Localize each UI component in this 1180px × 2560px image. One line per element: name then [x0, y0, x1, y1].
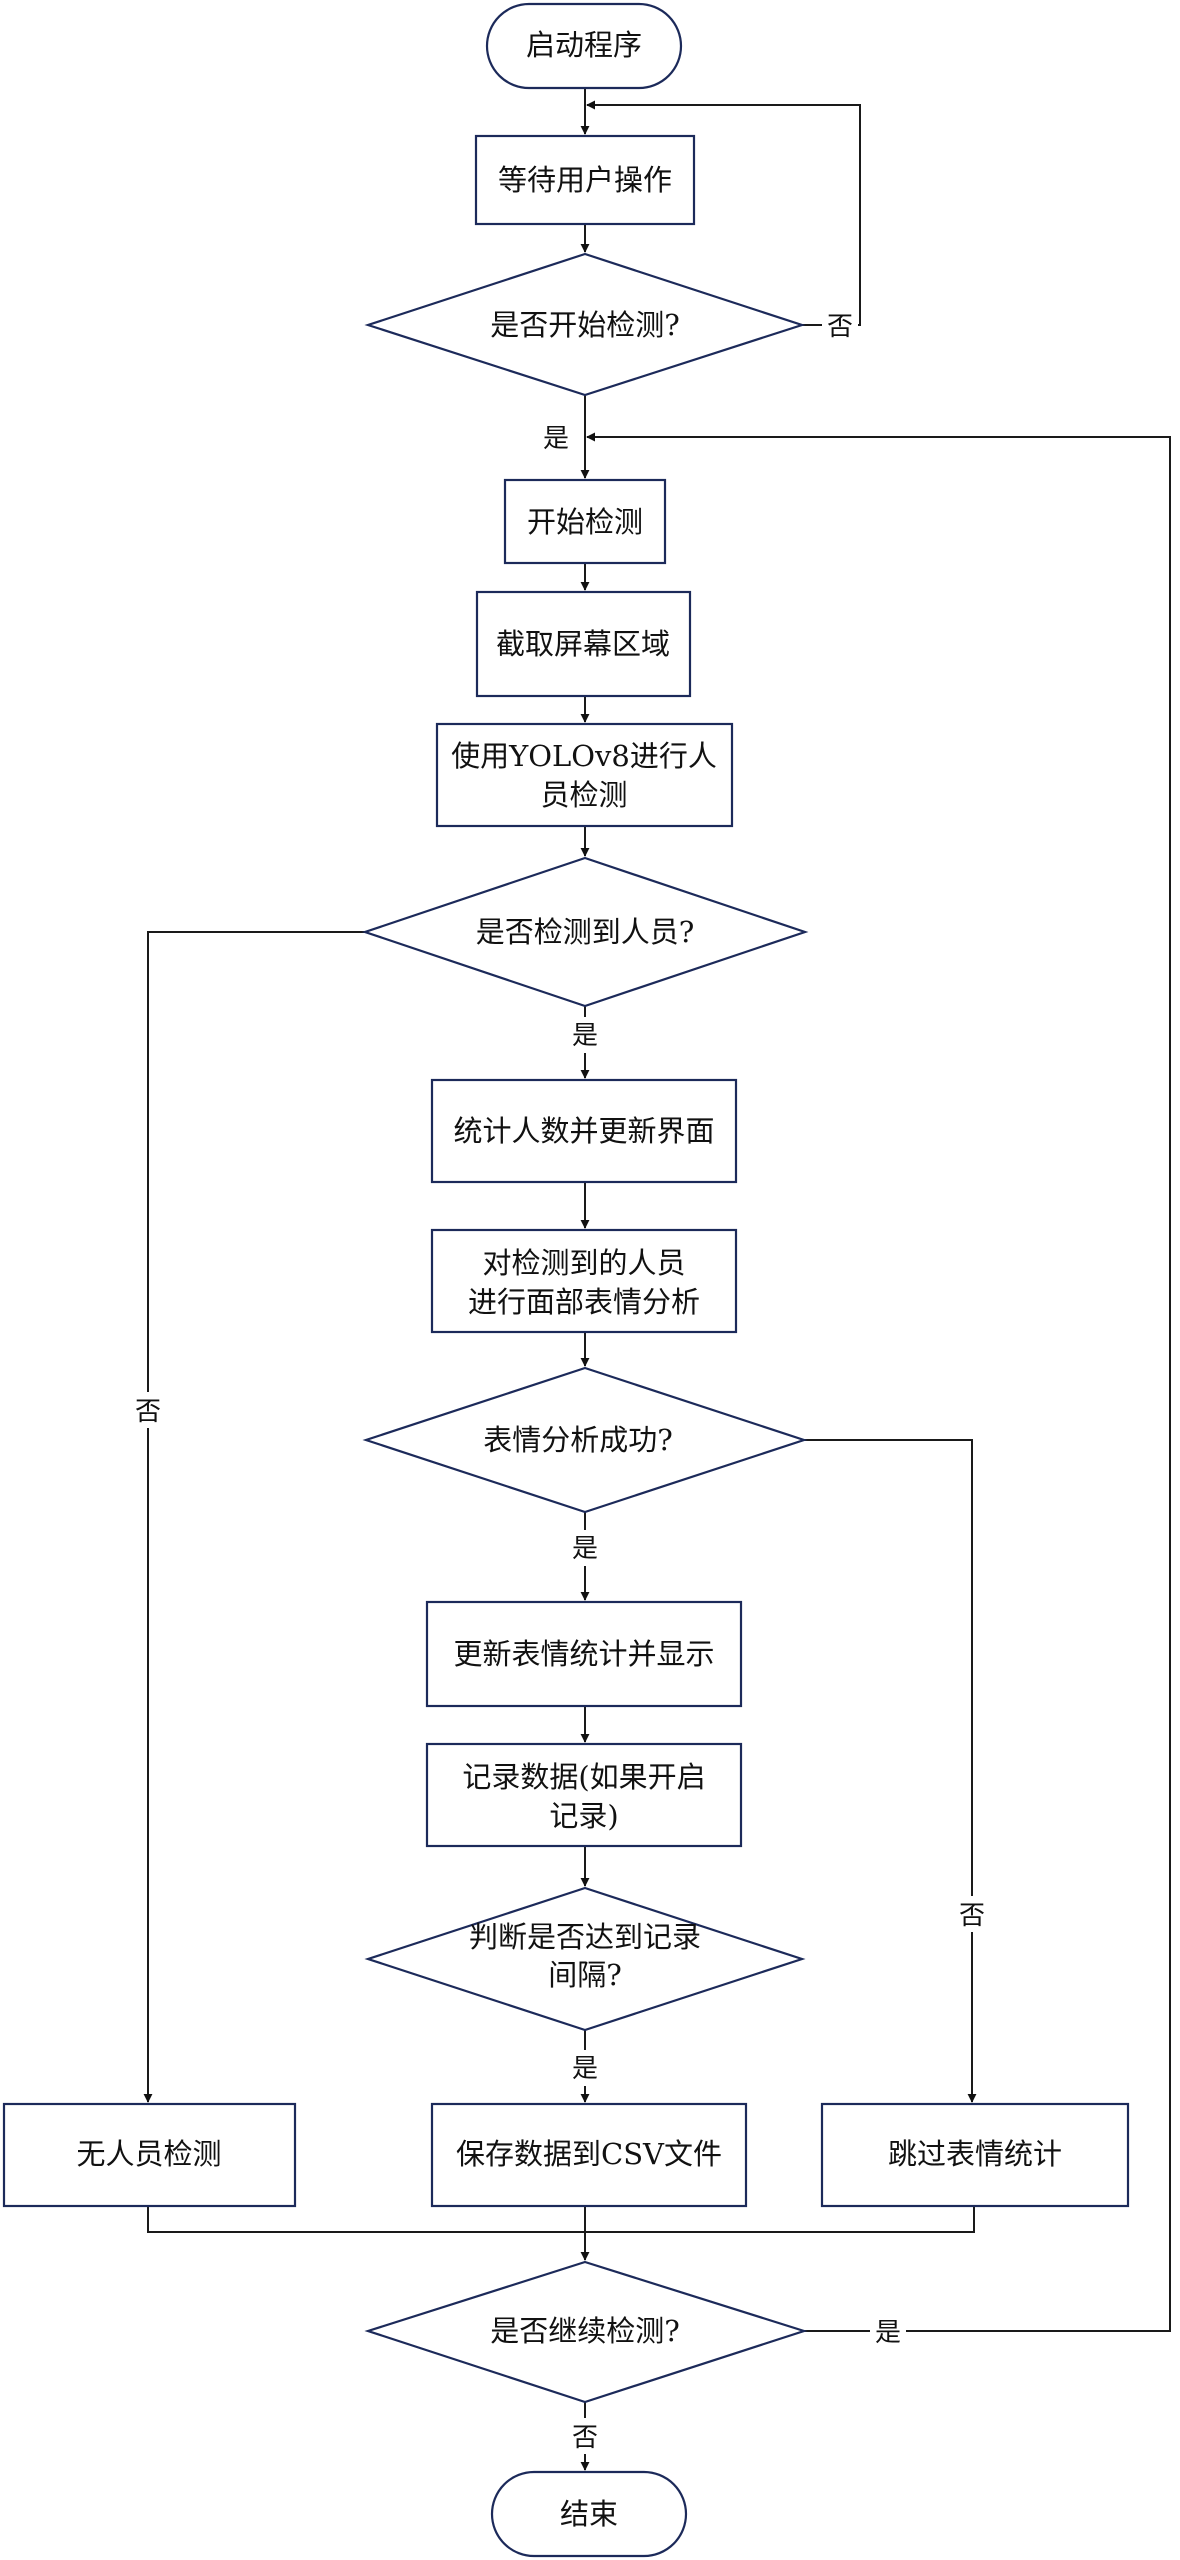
node-start-question-label: 是否开始检测? — [490, 308, 680, 342]
node-wait-label: 等待用户操作 — [498, 163, 672, 197]
label-no-continue: 否 — [572, 2423, 598, 2453]
edge-labels: 否 是 否 是 是 否 是 是 否 — [130, 308, 990, 2454]
node-record-line2: 记录) — [549, 1799, 618, 1833]
node-interval-question-line2: 间隔? — [548, 1958, 622, 1992]
label-yes-start: 是 — [543, 424, 569, 454]
label-no-expr: 否 — [959, 1901, 985, 1931]
label-yes-person: 是 — [572, 1021, 598, 1051]
node-start-question: 是否开始检测? — [364, 252, 806, 397]
node-update-expression: 更新表情统计并显示 — [425, 1600, 743, 1708]
node-yolo-label-line2: 员检测 — [540, 778, 627, 812]
edge-exprq-no — [804, 1439, 977, 2103]
node-face-analysis: 对检测到的人员 进行面部表情分析 — [430, 1228, 738, 1334]
node-record: 记录数据(如果开启 记录) — [425, 1742, 743, 1848]
node-update-expression-label: 更新表情统计并显示 — [453, 1637, 714, 1671]
node-wait: 等待用户操作 — [474, 134, 696, 226]
label-no-person: 否 — [135, 1397, 161, 1427]
label-no-start: 否 — [827, 312, 853, 342]
node-capture: 截取屏幕区域 — [475, 590, 692, 698]
node-yolo: 使用YOLOv8进行人 员检测 — [435, 722, 734, 828]
node-save-csv: 保存数据到CSV文件 — [430, 2102, 748, 2208]
node-skip-expression-label: 跳过表情统计 — [888, 2137, 1062, 2171]
node-no-person-label: 无人员检测 — [76, 2137, 221, 2171]
edge-continueq-yes-loop — [586, 432, 1171, 2332]
node-interval-question: 判断是否达到记录 间隔? — [364, 1886, 806, 2032]
label-yes-interval: 是 — [572, 2054, 598, 2084]
node-count: 统计人数并更新界面 — [430, 1078, 738, 1184]
node-count-label: 统计人数并更新界面 — [453, 1114, 714, 1148]
node-begin: 开始检测 — [503, 478, 667, 565]
node-face-analysis-line2: 进行面部表情分析 — [468, 1285, 700, 1319]
node-capture-label: 截取屏幕区域 — [496, 627, 670, 661]
node-skip-expression: 跳过表情统计 — [820, 2102, 1130, 2208]
node-end: 结束 — [490, 2470, 688, 2558]
node-end-label: 结束 — [560, 2497, 618, 2531]
node-save-csv-label: 保存数据到CSV文件 — [456, 2137, 722, 2171]
edge-personq-no — [143, 931, 365, 2103]
node-interval-question-line1: 判断是否达到记录 — [469, 1920, 701, 1954]
node-expression-question-label: 表情分析成功? — [483, 1423, 673, 1457]
node-start: 启动程序 — [485, 2, 683, 90]
node-start-label: 启动程序 — [526, 28, 642, 62]
node-record-line1: 记录数据(如果开启 — [462, 1760, 705, 1794]
node-no-person: 无人员检测 — [2, 2102, 297, 2208]
node-continue-question-label: 是否继续检测? — [490, 2314, 680, 2348]
label-yes-expr: 是 — [572, 1534, 598, 1564]
node-continue-question: 是否继续检测? — [364, 2260, 808, 2404]
label-yes-continue: 是 — [875, 2318, 901, 2348]
node-begin-label: 开始检测 — [527, 505, 643, 539]
node-expression-question: 表情分析成功? — [362, 1366, 808, 1514]
node-yolo-label-line1: 使用YOLOv8进行人 — [451, 739, 717, 773]
node-face-analysis-line1: 对检测到的人员 — [482, 1246, 685, 1280]
edge-merge-bar — [147, 2206, 975, 2233]
node-person-question: 是否检测到人员? — [361, 856, 809, 1008]
node-person-question-label: 是否检测到人员? — [476, 915, 695, 949]
